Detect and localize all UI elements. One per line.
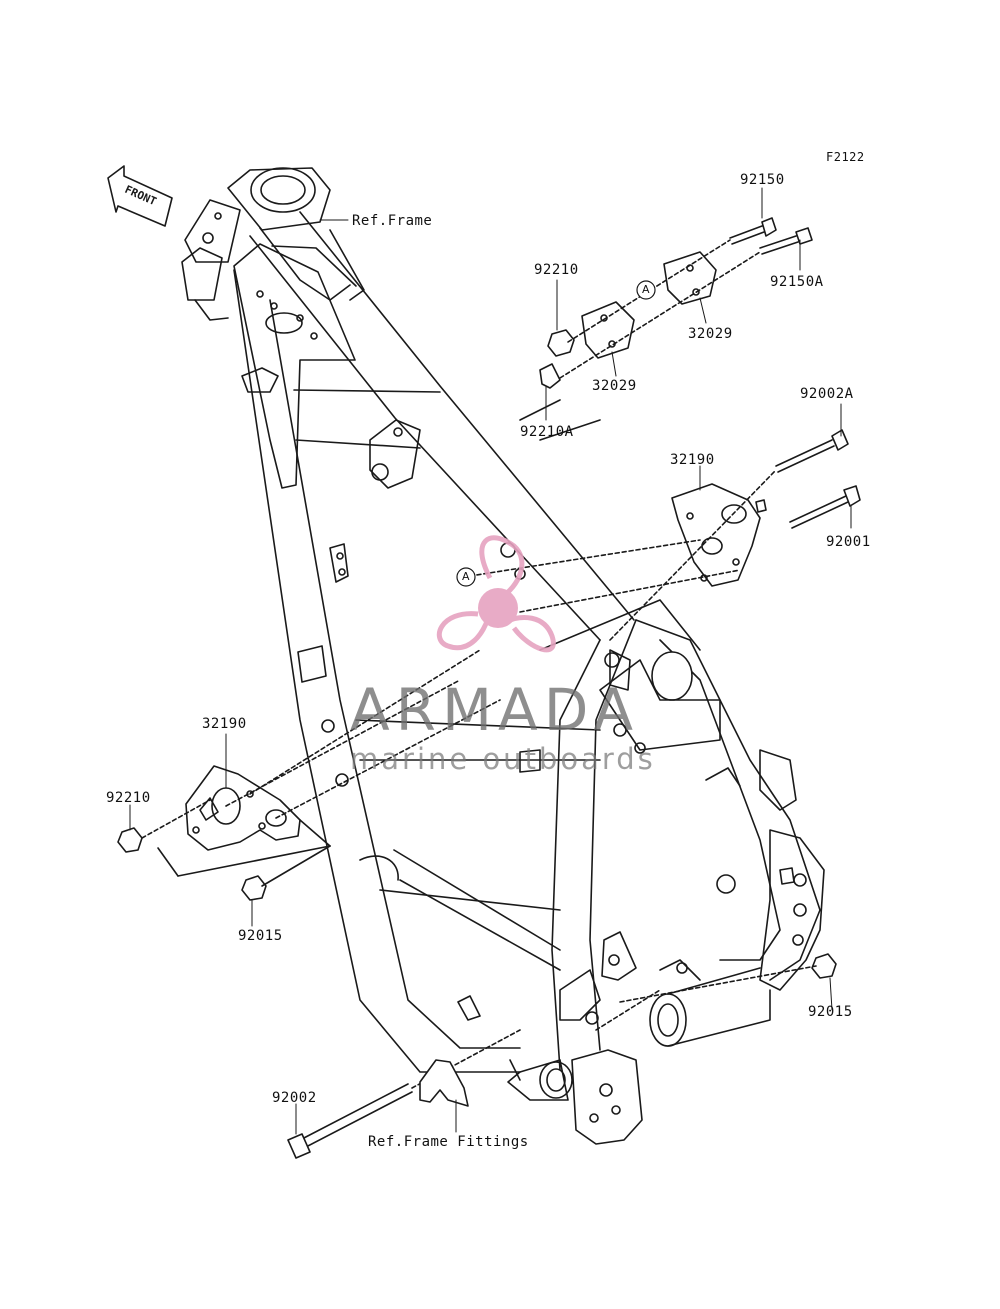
lower-mount-assembly bbox=[287, 953, 837, 1159]
part-92001: 92001 bbox=[826, 534, 871, 550]
ref-marker-a-upper bbox=[636, 280, 656, 300]
leader-lines bbox=[129, 187, 852, 1135]
part-92210-upper: 92210 bbox=[534, 262, 579, 278]
part-92015-left: 92015 bbox=[238, 928, 283, 944]
part-32029-b: 32029 bbox=[592, 378, 637, 394]
part-32190-right: 32190 bbox=[670, 452, 715, 468]
armada-logo-icon bbox=[436, 535, 556, 653]
front-arrow-icon: FRONT bbox=[107, 165, 173, 227]
ref-frame-label: Ref.Frame bbox=[352, 213, 433, 229]
part-92210-left: 92210 bbox=[106, 790, 151, 806]
ref-marker-a-upper-text: A bbox=[642, 283, 651, 296]
ref-marker-a-mid-text: A bbox=[462, 570, 471, 583]
ref-frame-fittings-label: Ref.Frame Fittings bbox=[368, 1134, 529, 1150]
watermark-tagline: marine outboards bbox=[350, 742, 656, 776]
part-92002: 92002 bbox=[272, 1090, 317, 1106]
left-mount-assembly bbox=[117, 649, 501, 901]
watermark-brand: ARMADA bbox=[350, 676, 640, 744]
ref-marker-a-mid bbox=[456, 567, 476, 587]
right-mount-assembly bbox=[456, 429, 861, 641]
part-32029-a: 32029 bbox=[688, 326, 733, 342]
part-32190-left: 32190 bbox=[202, 716, 247, 732]
part-92002a: 92002A bbox=[800, 386, 854, 402]
part-92150: 92150 bbox=[740, 172, 785, 188]
part-92150a: 92150A bbox=[770, 274, 824, 290]
part-92210a: 92210A bbox=[520, 424, 574, 440]
upper-mount-assembly bbox=[539, 217, 813, 389]
diagram-code: F2122 bbox=[826, 150, 865, 164]
part-92015-right: 92015 bbox=[808, 1004, 853, 1020]
frame-outline bbox=[181, 167, 825, 1145]
